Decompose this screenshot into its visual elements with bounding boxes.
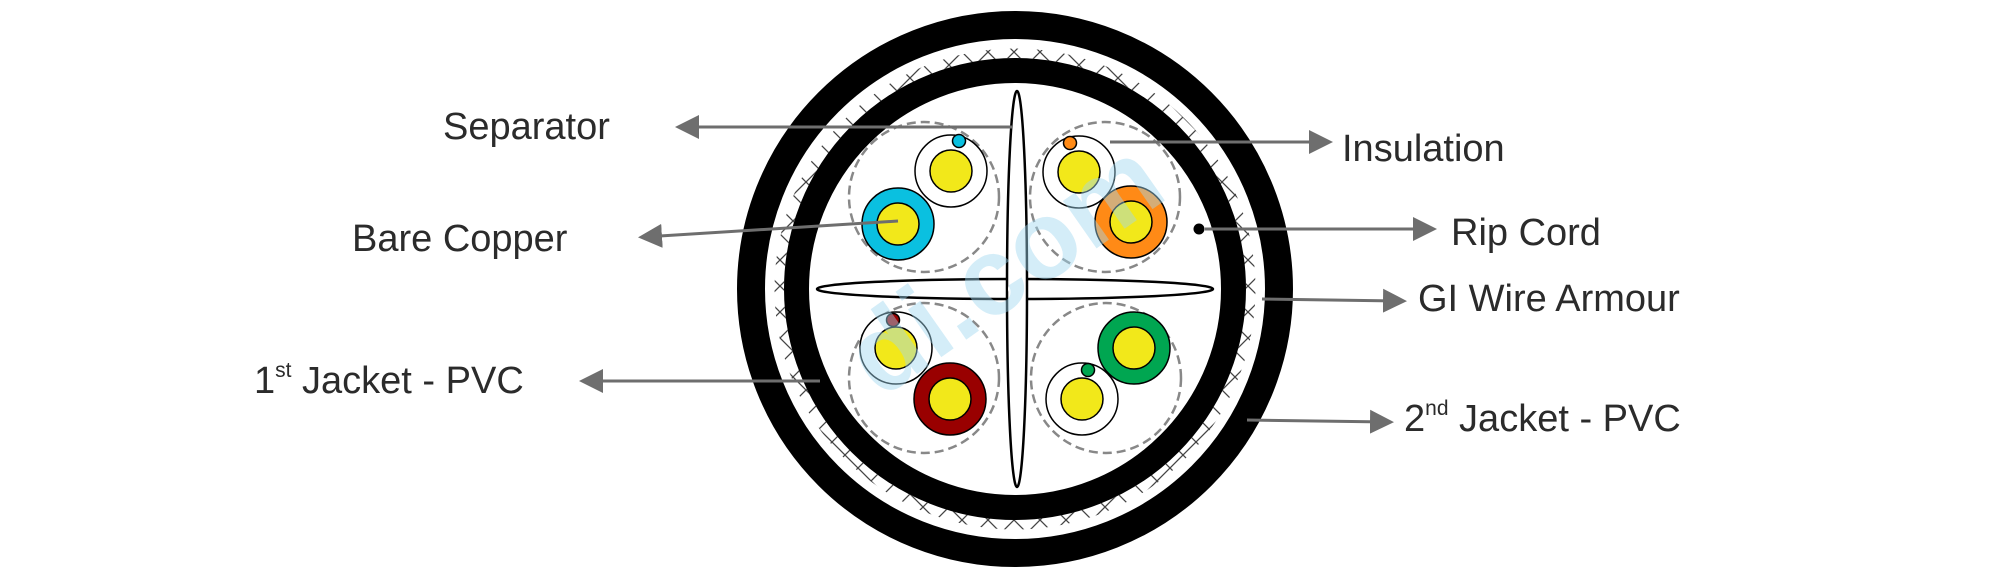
label-first-jacket-num: 1 <box>254 360 276 402</box>
separator <box>815 89 1215 489</box>
pair-brown <box>859 311 987 436</box>
label-first-jacket: 1st Jacket - PVC <box>254 359 524 402</box>
bare-copper-leader <box>638 219 899 248</box>
pair-shield-brown <box>847 301 1001 455</box>
label-second-jacket-num: 2 <box>1404 398 1426 440</box>
rip-cord <box>1193 223 1205 235</box>
second-jacket-pvc <box>737 11 1293 567</box>
label-insulation: Insulation <box>1342 128 1505 170</box>
pair-orange <box>1042 135 1168 259</box>
pair-shield-orange <box>1028 120 1182 274</box>
label-first-jacket-sup: st <box>275 359 292 382</box>
label-gi-wire-armour: GI Wire Armour <box>1418 278 1680 320</box>
label-second-jacket-text: Jacket - PVC <box>1448 398 1681 440</box>
label-second-jacket-sup: nd <box>1425 397 1449 420</box>
pair-shield-blue <box>847 120 1001 274</box>
label-second-jacket: 2nd Jacket - PVC <box>1404 397 1681 440</box>
pair-blue <box>861 133 988 261</box>
label-bare-copper: Bare Copper <box>352 218 568 260</box>
second-jacket-leader <box>1246 409 1394 434</box>
label-rip-cord: Rip Cord <box>1451 212 1601 254</box>
armour-leader <box>1261 288 1407 313</box>
label-separator: Separator <box>443 106 610 148</box>
pair-green <box>1045 311 1171 436</box>
pair-shield-green <box>1029 301 1183 455</box>
label-first-jacket-text: Jacket - PVC <box>291 360 524 402</box>
